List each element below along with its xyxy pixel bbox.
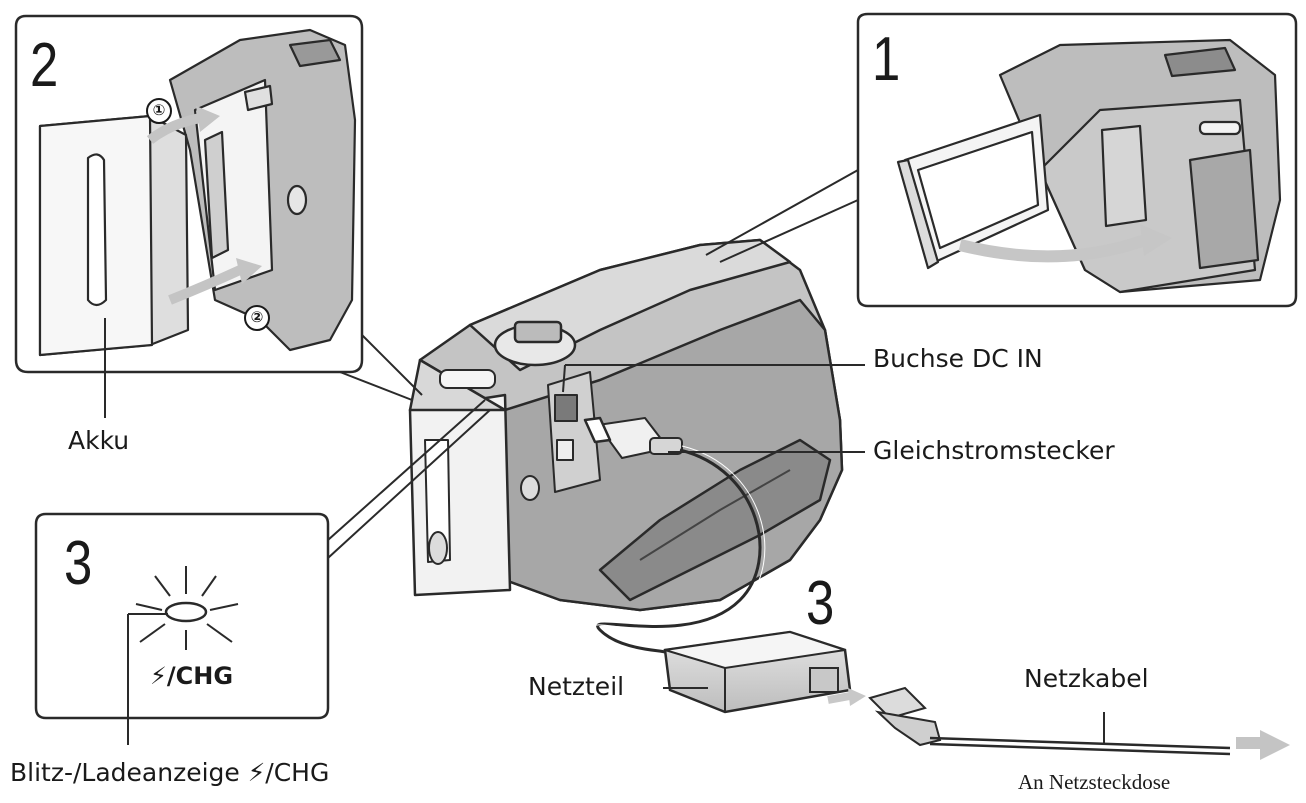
akku-label: Akku — [68, 426, 130, 455]
panel-1 — [856, 12, 1298, 308]
adapter-and-cable — [594, 445, 1231, 756]
panel-2 — [14, 14, 364, 374]
netzsteckdose-label: An Netzsteckdose — [1018, 770, 1171, 794]
leader-lines — [104, 169, 1105, 745]
step-number-1: 1 — [872, 25, 900, 94]
plug-arrow — [827, 692, 851, 704]
blitz-ladeanzeige-label: Blitz-/Ladeanzeige ⚡/CHG — [10, 758, 330, 787]
blink-rays-icon — [135, 566, 239, 650]
step-number-3-adapter: 3 — [806, 569, 834, 638]
netzkabel-label: Netzkabel — [1024, 664, 1149, 693]
callout-circle-1: ① — [146, 98, 172, 124]
chg-indicator-label: ⚡/CHG — [150, 662, 234, 690]
netzteil-label: Netzteil — [528, 672, 625, 701]
gleichstromstecker-label: Gleichstromstecker — [873, 436, 1115, 465]
buchse-dc-in-label: Buchse DC IN — [873, 344, 1043, 373]
panel-3 — [34, 512, 330, 720]
main-camcorder — [408, 238, 844, 612]
step-number-3-panel: 3 — [64, 529, 92, 598]
callout-circle-2: ② — [244, 305, 270, 331]
step-number-2: 2 — [30, 31, 58, 100]
